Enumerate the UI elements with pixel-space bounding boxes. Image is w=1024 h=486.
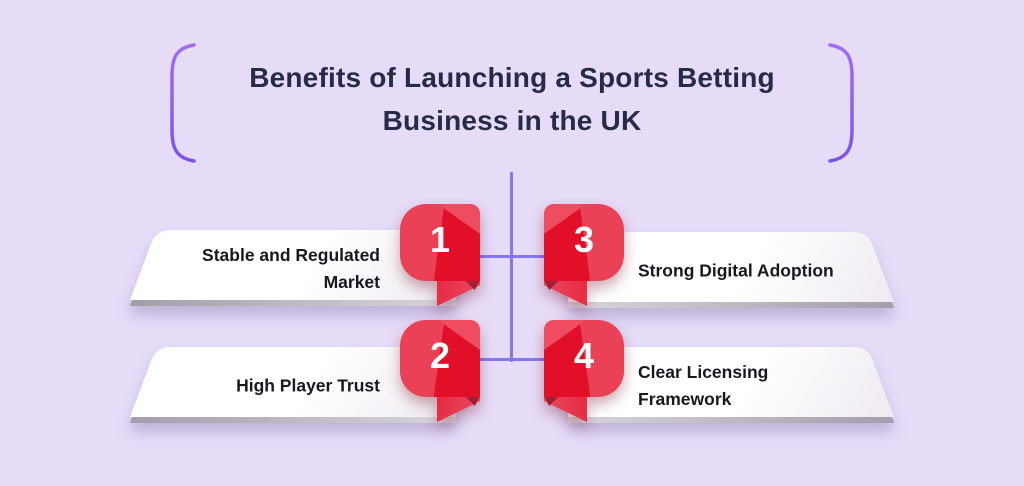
badge-number-1: 1 — [429, 219, 451, 260]
badge-square: 3 — [544, 204, 624, 281]
ribbon-badge-3: 3 — [544, 204, 624, 306]
title-line-1: Benefits of Launching a Sports Betting — [249, 62, 775, 93]
badge-number-4: 4 — [573, 335, 595, 376]
page-title: Benefits of Launching a Sports Betting B… — [0, 56, 1024, 142]
connector-vertical-line — [510, 172, 513, 362]
connector-row1-line — [479, 255, 545, 258]
ribbon-tail-fold — [544, 280, 559, 290]
ribbon-tail-fold — [544, 396, 559, 406]
benefit-label-4: Clear Licensing Framework — [638, 362, 769, 409]
connector-row2-line — [479, 358, 545, 361]
benefit-label-2: High Player Trust — [236, 375, 380, 396]
title-line-2: Business in the UK — [382, 105, 642, 136]
badge-square: 4 — [544, 320, 624, 397]
right-bracket-icon — [828, 43, 854, 163]
ribbon-badge-4: 4 — [544, 320, 624, 422]
ribbon-badge-2: 2 — [400, 320, 480, 422]
badge-square: 2 — [400, 320, 480, 397]
badge-number-2: 2 — [429, 335, 451, 376]
ribbon-tail-fold — [465, 396, 480, 406]
benefit-card-3: Strong Digital Adoption — [568, 232, 894, 310]
ribbon-badge-1: 1 — [400, 204, 480, 306]
badge-square: 1 — [400, 204, 480, 281]
left-bracket-icon — [170, 43, 196, 163]
benefit-label-1: Stable and Regulated Market — [202, 245, 380, 292]
benefit-label-3: Strong Digital Adoption — [638, 260, 834, 281]
ribbon-tail-fold — [465, 280, 480, 290]
badge-number-3: 3 — [573, 219, 595, 260]
